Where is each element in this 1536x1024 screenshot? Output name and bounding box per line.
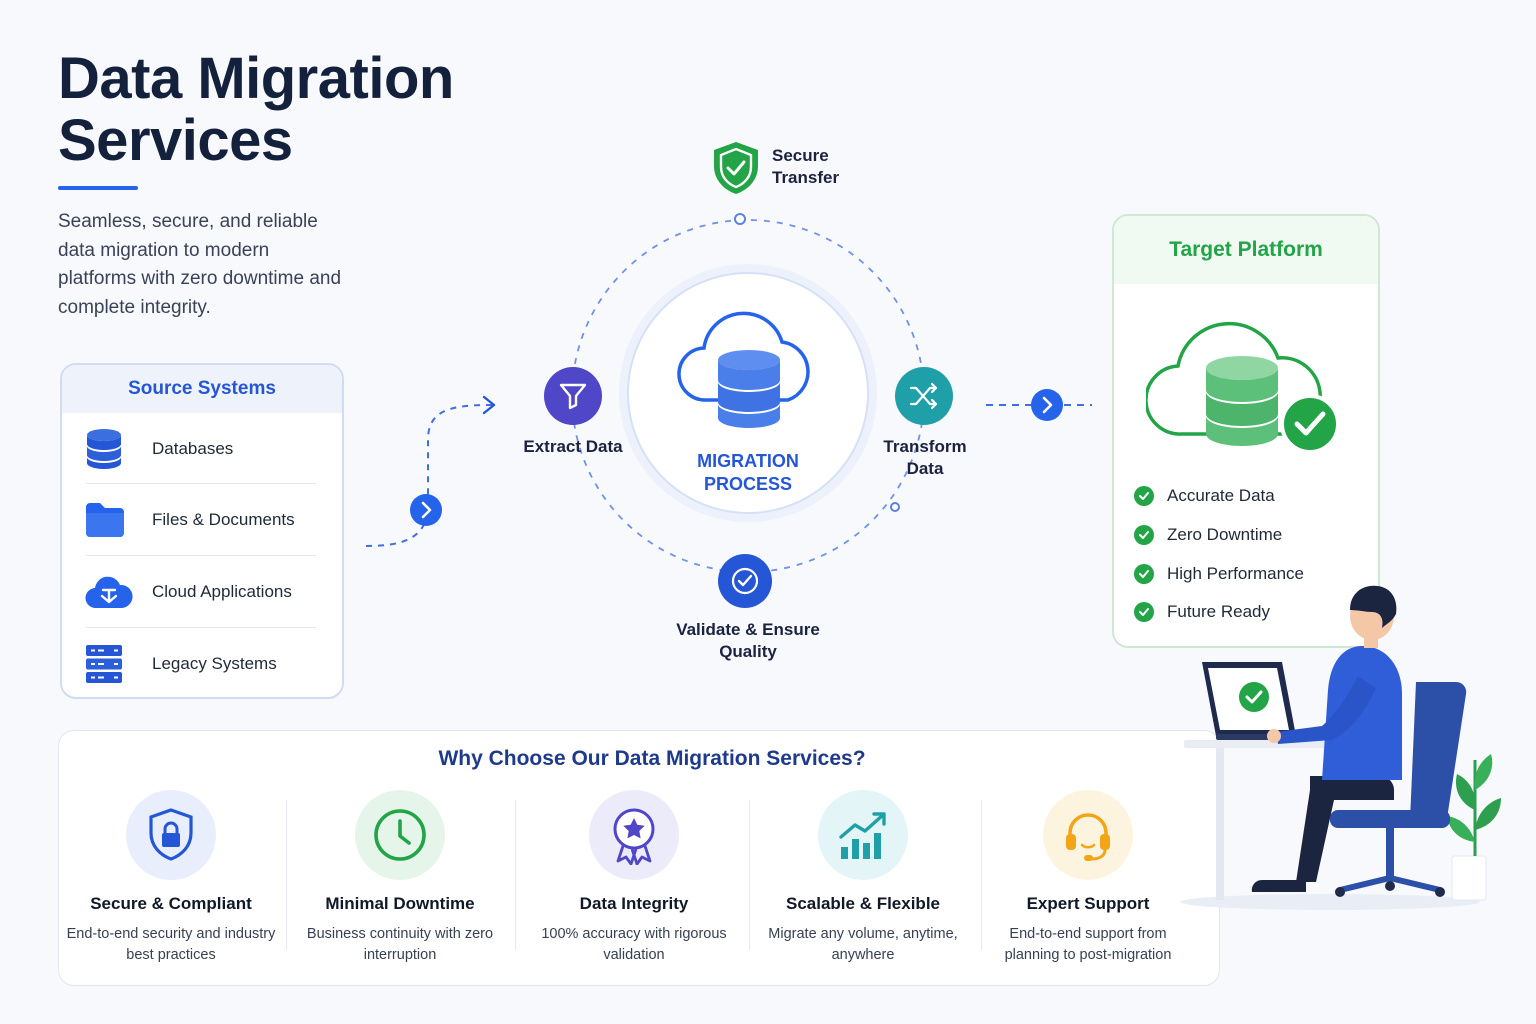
cloud-app-icon [84, 569, 134, 615]
divider [86, 627, 316, 628]
source-flow-chevron-badge [410, 494, 442, 526]
feature-name: Expert Support [1026, 894, 1150, 913]
feature-description: Business continuity with zero interrupti… [306, 926, 494, 963]
target-feature-label: Accurate Data [1167, 486, 1275, 505]
feature-description: End-to-end support from planning to post… [1004, 926, 1172, 963]
cloud-database-success-icon [1144, 292, 1346, 465]
title-underline [58, 186, 138, 190]
clock-icon [355, 790, 445, 880]
page-subtitle: Seamless, secure, and reliable data migr… [58, 211, 342, 318]
target-feature-label: Future Ready [1167, 602, 1270, 621]
source-item-legacy-systems: Legacy Systems [84, 628, 318, 697]
source-item-label: Legacy Systems [152, 654, 277, 673]
feature-name: Scalable & Flexible [785, 894, 940, 913]
feature-description: End-to-end security and industry best pr… [66, 926, 276, 963]
check-icon [1134, 564, 1154, 584]
feature-name: Minimal Downtime [325, 894, 475, 913]
check-icon [1134, 486, 1154, 506]
check-icon [1134, 525, 1154, 545]
shield-lock-icon [126, 790, 216, 880]
orbit-node-top [734, 213, 746, 225]
feature-scalable-flexible: Scalable & Flexible Migrate any volume, … [749, 790, 977, 966]
feature-data-integrity: Data Integrity 100% accuracy with rigoro… [520, 790, 748, 966]
target-feature-item: High Performance [1134, 564, 1304, 584]
source-systems-card: Source Systems Databases Files & Documen… [60, 363, 344, 699]
cloud-database-icon [676, 308, 822, 439]
source-item-databases: Databases [84, 413, 318, 485]
secure-transfer-icon [710, 140, 762, 201]
person-at-laptop-illustration [1180, 585, 1501, 910]
target-platform-title: Target Platform [1114, 216, 1378, 284]
divider [981, 800, 982, 950]
validate-check-icon [718, 554, 772, 608]
target-feature-item: Accurate Data [1134, 486, 1275, 506]
divider [515, 800, 516, 950]
growth-chart-icon [818, 790, 908, 880]
target-flow-chevron-badge [1031, 389, 1063, 421]
source-item-cloud-applications: Cloud Applications [84, 556, 318, 628]
target-feature-label: High Performance [1167, 564, 1305, 583]
feature-description: Migrate any volume, anytime, anywhere [768, 926, 958, 963]
feature-expert-support: Expert Support End-to-end support from p… [974, 790, 1202, 966]
target-feature-item: Future Ready [1134, 602, 1270, 622]
validate-quality-label: Validate & Ensure Quality [676, 620, 820, 661]
source-item-label: Cloud Applications [152, 582, 292, 601]
feature-name: Data Integrity [579, 894, 689, 913]
plant-icon [1447, 754, 1501, 901]
target-feature-label: Zero Downtime [1167, 525, 1283, 544]
source-systems-title: Source Systems [62, 365, 342, 413]
source-item-label: Databases [152, 439, 234, 458]
source-flow-arrowhead [482, 395, 496, 415]
database-icon [84, 426, 134, 472]
extract-data-label: Extract Data [523, 437, 623, 456]
folder-icon [84, 497, 134, 543]
funnel-icon [544, 367, 602, 425]
why-choose-title: Why Choose Our Data Migration Services? [438, 747, 866, 770]
source-flow-line [365, 404, 493, 547]
orbit-node-right [890, 502, 900, 512]
source-item-files: Files & Documents [84, 484, 318, 556]
feature-minimal-downtime: Minimal Downtime Business continuity wit… [286, 790, 514, 966]
divider [286, 800, 287, 950]
secure-transfer-label: Secure Transfer [772, 146, 840, 187]
divider [749, 800, 750, 950]
award-badge-icon [589, 790, 679, 880]
divider [86, 483, 316, 484]
page-title: Data Migration Services [58, 46, 454, 173]
shuffle-icon [895, 367, 953, 425]
feature-secure-compliant: Secure & Compliant End-to-end security a… [57, 790, 285, 966]
headset-icon [1043, 790, 1133, 880]
source-item-label: Files & Documents [152, 510, 295, 529]
transform-data-label: Transform Data [883, 437, 967, 478]
feature-description: 100% accuracy with rigorous validation [541, 926, 727, 963]
divider [86, 555, 316, 556]
migration-process-label: MIGRATION PROCESS [697, 451, 799, 494]
check-icon [1134, 602, 1154, 622]
target-feature-item: Zero Downtime [1134, 525, 1282, 545]
target-platform-card: Target Platform Accurate Data Zero Downt… [1112, 214, 1380, 648]
feature-name: Secure & Compliant [90, 894, 252, 913]
server-icon [84, 641, 134, 687]
